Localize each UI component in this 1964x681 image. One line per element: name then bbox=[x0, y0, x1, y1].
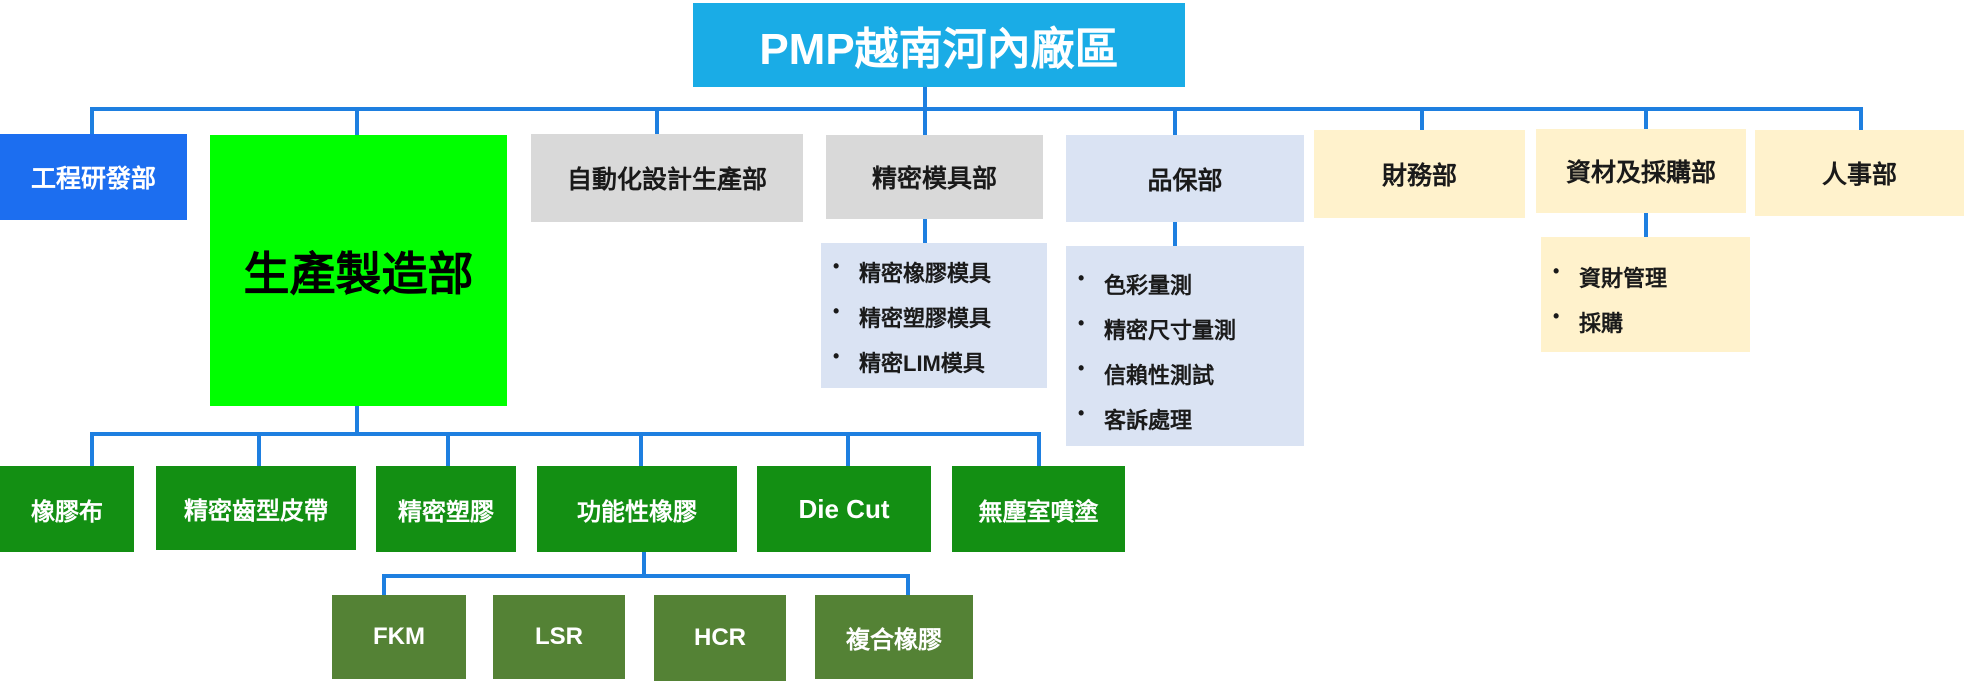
unit-label: 精密塑膠 bbox=[398, 498, 494, 526]
dept-qa: 品保部 bbox=[1066, 135, 1304, 222]
dept-automation-label: 自動化設計生產部 bbox=[566, 166, 767, 194]
unit-cleanroom-spray: 無塵室噴塗 bbox=[952, 466, 1125, 552]
list-item: 客訴處理 bbox=[1066, 403, 1304, 448]
unit-label: 精密齒型皮帶 bbox=[184, 497, 328, 525]
subunit-composite-rubber: 複合橡膠 bbox=[815, 595, 973, 679]
dept-finance: 財務部 bbox=[1314, 130, 1525, 218]
dept-qa-label: 品保部 bbox=[1147, 166, 1223, 195]
list-item: 精密尺寸量測 bbox=[1066, 313, 1304, 358]
subunit-hcr: HCR bbox=[654, 595, 786, 681]
materials-items-list: 資財管理 採購 bbox=[1541, 237, 1750, 352]
subunit-fkm: FKM bbox=[332, 595, 466, 679]
unit-die-cut: Die Cut bbox=[757, 466, 931, 552]
subunit-label: 複合橡膠 bbox=[846, 626, 942, 654]
unit-label: Die Cut bbox=[798, 493, 890, 524]
list-item: 精密LIM模具 bbox=[821, 346, 1047, 391]
list-item: 色彩量測 bbox=[1066, 268, 1304, 313]
dept-engineering: 工程研發部 bbox=[0, 134, 187, 220]
list-item: 採購 bbox=[1541, 306, 1750, 351]
unit-label: 功能性橡膠 bbox=[577, 498, 697, 526]
list-item: 精密塑膠模具 bbox=[821, 301, 1047, 346]
unit-functional-rubber: 功能性橡膠 bbox=[537, 466, 737, 552]
unit-label: 無塵室噴塗 bbox=[978, 498, 1099, 526]
dept-engineering-label: 工程研發部 bbox=[30, 165, 156, 193]
root-node: PMP越南河內廠區 bbox=[693, 3, 1185, 87]
dept-hr: 人事部 bbox=[1755, 130, 1964, 216]
list-item: 資財管理 bbox=[1541, 261, 1750, 306]
unit-rubber-fabric: 橡膠布 bbox=[0, 466, 134, 552]
root-label: PMP越南河內廠區 bbox=[759, 25, 1119, 74]
subunit-label: LSR bbox=[535, 623, 583, 650]
unit-precision-timing-belt: 精密齒型皮帶 bbox=[156, 466, 356, 550]
dept-mold-label: 精密模具部 bbox=[871, 165, 997, 193]
qa-items-list: 色彩量測 精密尺寸量測 信賴性測試 客訴處理 bbox=[1066, 246, 1304, 446]
dept-automation: 自動化設計生產部 bbox=[531, 134, 803, 222]
subunit-label: HCR bbox=[694, 624, 746, 651]
dept-hr-label: 人事部 bbox=[1821, 161, 1897, 189]
unit-precision-plastic: 精密塑膠 bbox=[376, 466, 516, 552]
dept-materials-label: 資材及採購部 bbox=[1565, 159, 1716, 187]
subunit-label: FKM bbox=[373, 623, 425, 650]
dept-production-label: 生產製造部 bbox=[243, 247, 474, 300]
mold-items-list: 精密橡膠模具 精密塑膠模具 精密LIM模具 bbox=[821, 243, 1047, 388]
subunit-lsr: LSR bbox=[493, 595, 625, 679]
dept-finance-label: 財務部 bbox=[1381, 162, 1457, 190]
list-item: 信賴性測試 bbox=[1066, 358, 1304, 403]
dept-production: 生產製造部 bbox=[210, 135, 507, 406]
dept-materials: 資材及採購部 bbox=[1536, 129, 1746, 213]
list-item: 精密橡膠模具 bbox=[821, 256, 1047, 301]
dept-mold: 精密模具部 bbox=[826, 135, 1043, 219]
unit-label: 橡膠布 bbox=[31, 498, 103, 526]
